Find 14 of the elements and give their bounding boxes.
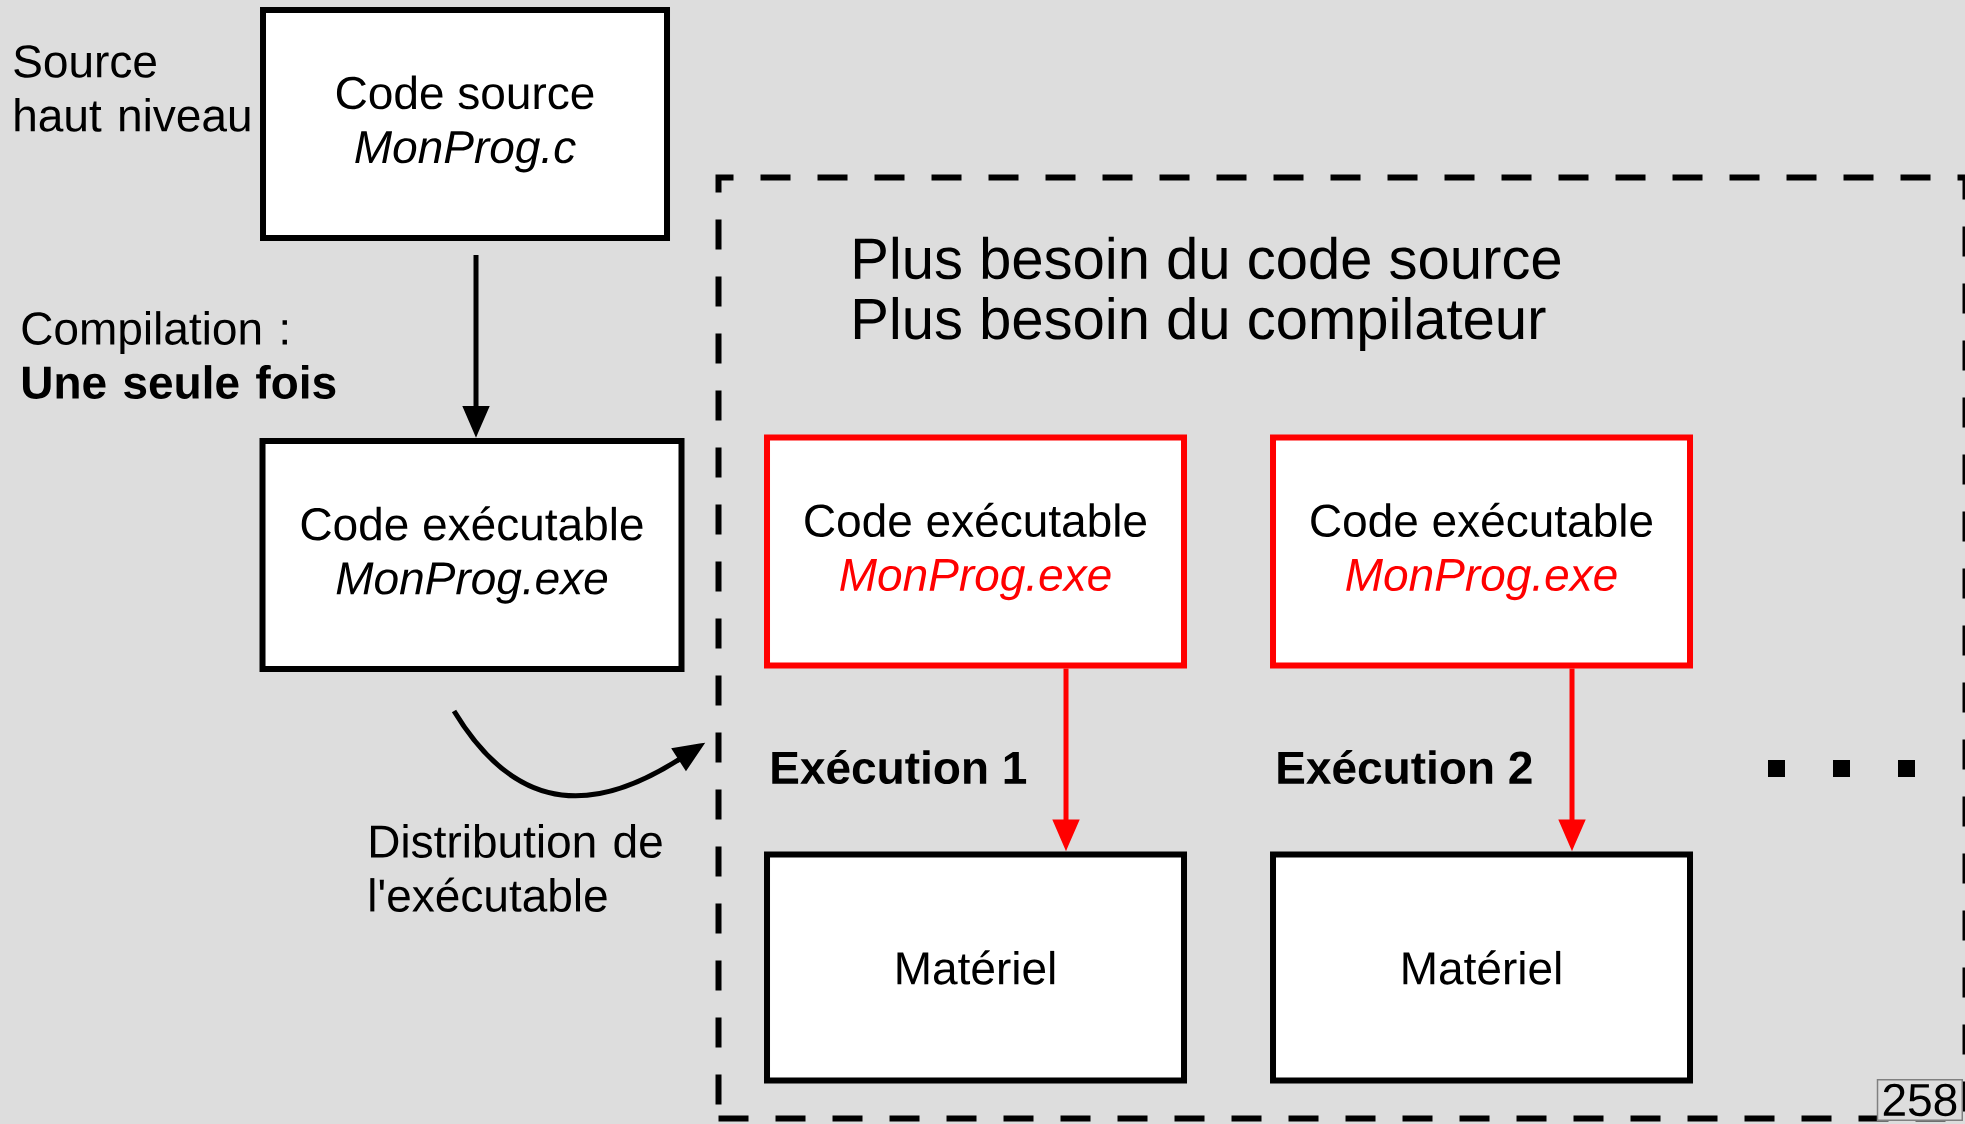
edge-label: Exécution 2	[1278, 749, 1532, 785]
side-label: Source haut niveau	[14, 45, 250, 132]
note-text: Plus besoin du compilateur	[854, 296, 1546, 351]
process-box: Code source MonProg.c	[260, 7, 670, 241]
note-text: Plus besoin du code source	[854, 236, 1561, 280]
edge-label: Distribution de l'exécutable	[370, 824, 662, 912]
process-box: Code exécutable MonProg.exe	[1270, 434, 1693, 669]
page-number: 258	[1876, 1078, 1963, 1121]
process-box: Code exécutable MonProg.exe	[764, 434, 1187, 669]
process-box: Matériel	[1270, 851, 1693, 1084]
edge-label: Compilation : Une seule fois	[22, 311, 336, 399]
process-box: Code exécutable MonProg.exe	[259, 438, 685, 672]
process-box: Matériel	[764, 851, 1187, 1084]
edge-label: Exécution 1	[772, 749, 1027, 785]
